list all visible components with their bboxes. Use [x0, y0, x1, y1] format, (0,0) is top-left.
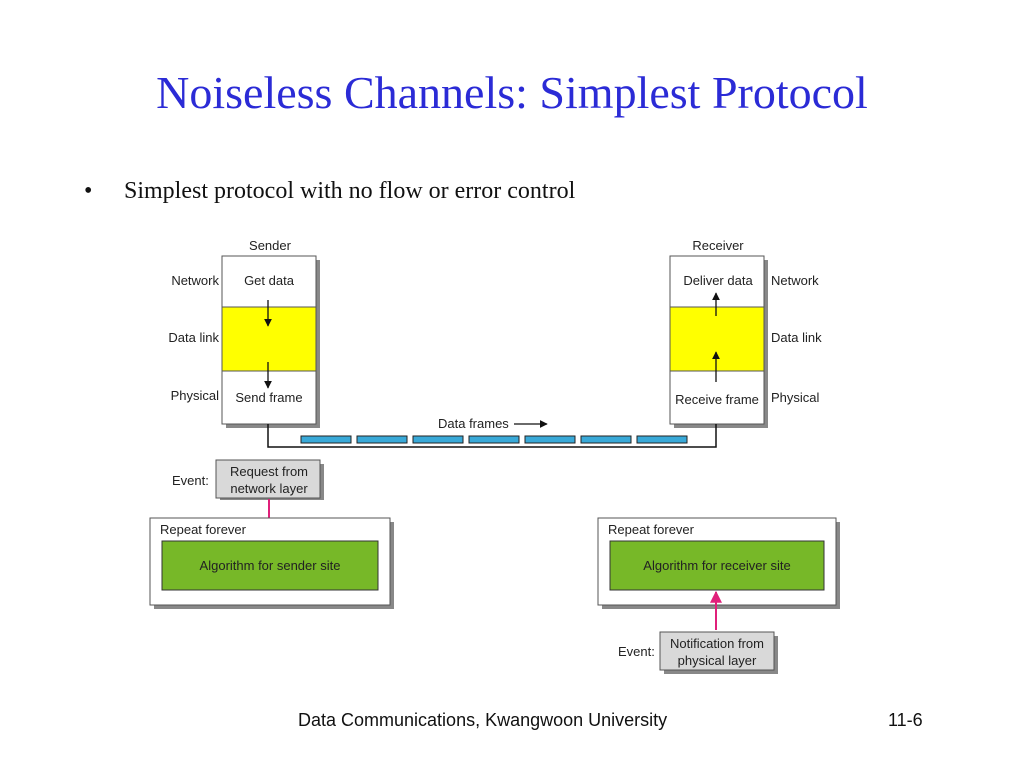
- sender-bottom-text: Send frame: [235, 390, 302, 405]
- sender-event: Event: Request from network layer: [172, 459, 324, 540]
- sender-loop-label: Repeat forever: [160, 522, 247, 537]
- sender-event-line2: network layer: [230, 481, 308, 496]
- receiver-loop: Repeat forever Algorithm for receiver si…: [597, 517, 840, 609]
- bullet-icon: •: [84, 178, 93, 204]
- channel-line: [267, 424, 717, 448]
- data-frame: [524, 435, 576, 444]
- data-frame: [356, 435, 408, 444]
- receiver-event-label: Event:: [618, 644, 655, 659]
- channel: Data frames: [267, 416, 717, 448]
- receiver-layer-network: Network: [771, 273, 819, 288]
- data-frame: [412, 435, 464, 444]
- receiver-layer-physical: Physical: [771, 390, 820, 405]
- sender-layer-physical: Physical: [171, 388, 220, 403]
- frame-list: [300, 435, 688, 444]
- receiver-bottom-text: Receive frame: [675, 392, 759, 407]
- sender-algorithm-box: [161, 540, 379, 591]
- sender-layer-datalink: Data link: [168, 330, 219, 345]
- sender-algorithm-text: Algorithm for sender site: [200, 558, 341, 573]
- receiver-event-box: [659, 631, 775, 671]
- receiver-loop-label: Repeat forever: [608, 522, 695, 537]
- sender-layer-network: Network: [171, 273, 219, 288]
- receiver-datalink-band: [669, 306, 765, 372]
- footer-course: Data Communications, Kwangwoon Universit…: [298, 710, 668, 730]
- sender-stack: Sender Get data Send frame Network Data …: [168, 238, 320, 428]
- receiver-algorithm-box: [609, 540, 825, 591]
- data-frame: [300, 435, 352, 444]
- receiver-event-line1: Notification from: [670, 636, 764, 651]
- sender-event-label: Event:: [172, 473, 209, 488]
- slide-title: Noiseless Channels: Simplest Protocol: [156, 67, 868, 118]
- footer-page-number: 11-6: [888, 710, 923, 730]
- receiver-algorithm-text: Algorithm for receiver site: [643, 558, 790, 573]
- receiver-stack: Receiver Deliver data Receive frame Netw…: [669, 238, 822, 428]
- receiver-event-line2: physical layer: [678, 653, 757, 668]
- bullet-item: • Simplest protocol with no flow or error…: [84, 178, 575, 205]
- sender-event-box: [215, 459, 321, 499]
- data-frame: [580, 435, 632, 444]
- receiver-layer-datalink: Data link: [771, 330, 822, 345]
- sender-event-line1: Request from: [230, 464, 308, 479]
- sender-loop: Repeat forever Algorithm for sender site: [149, 517, 394, 609]
- receiver-event: Event: Notification from physical layer: [618, 590, 778, 674]
- frames-label: Data frames: [438, 416, 509, 431]
- sender-top-text: Get data: [244, 273, 295, 288]
- sender-datalink-band: [221, 306, 317, 372]
- bullet-text: Simplest protocol with no flow or error …: [124, 178, 576, 204]
- data-frame: [468, 435, 520, 444]
- receiver-top-text: Deliver data: [683, 273, 753, 288]
- receiver-header: Receiver: [692, 238, 744, 253]
- sender-header: Sender: [249, 238, 292, 253]
- data-frame: [636, 435, 688, 444]
